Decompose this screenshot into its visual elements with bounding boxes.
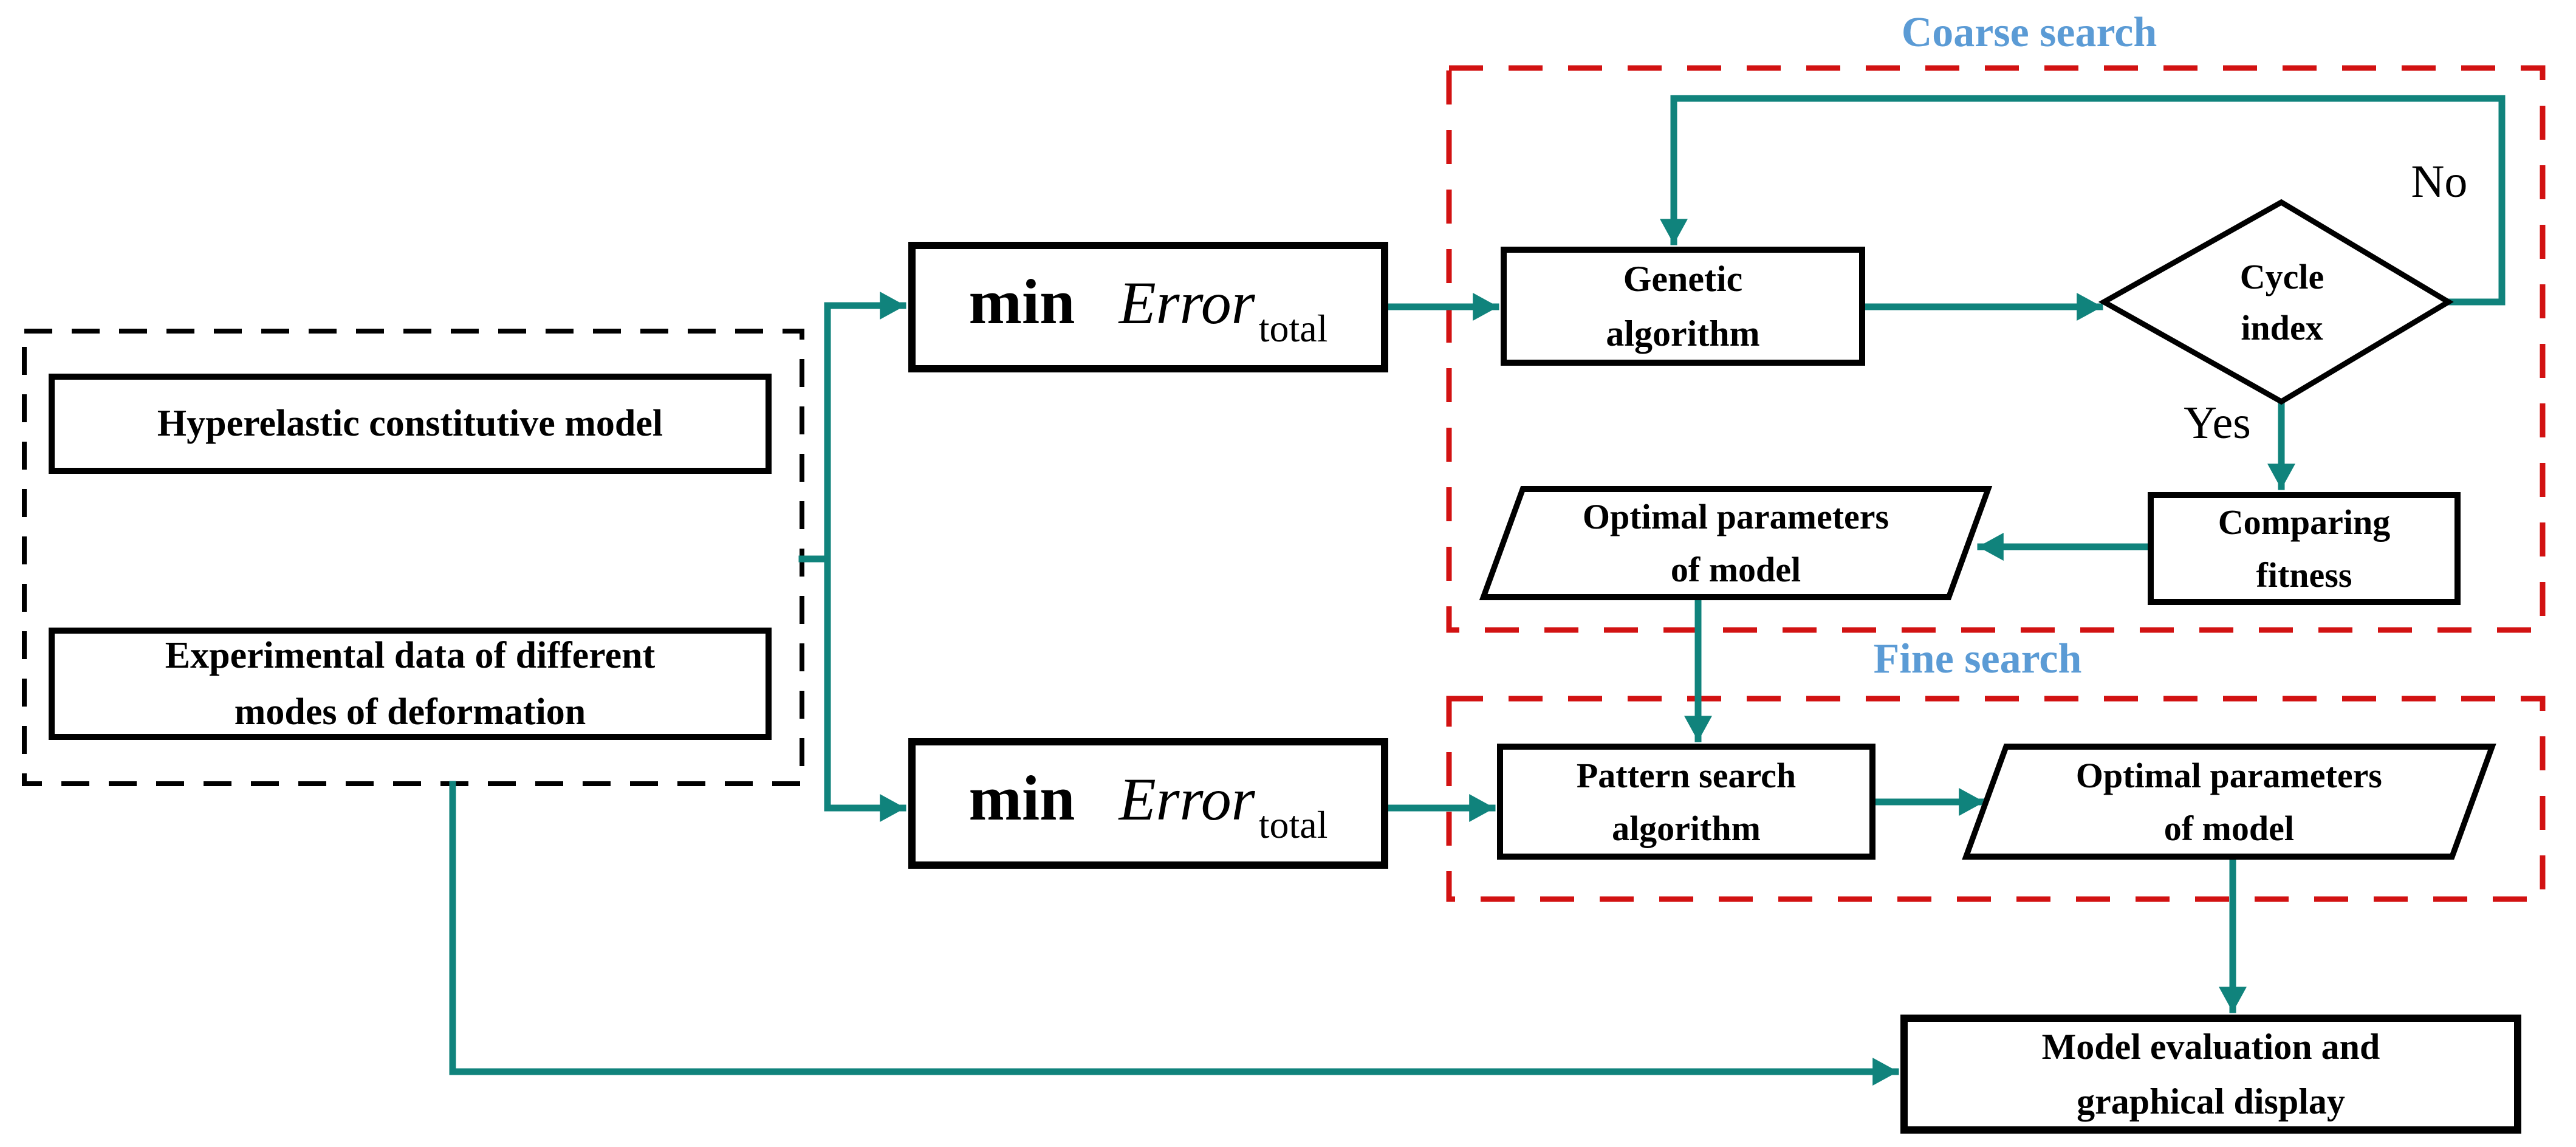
objective-top-box: min Error total [908,242,1388,372]
experimental-data-label: Experimental data of different modes of … [165,634,656,733]
hyperelastic-model-box: Hyperelastic constitutive model [49,374,772,474]
connector-data-to-evaluation [449,781,1899,1086]
experimental-data-box: Experimental data of different modes of … [49,628,772,740]
cycle-index-label-wrap: Cycle index [2154,251,2410,354]
cycle-index-diamond [2098,199,2454,405]
no-branch-label: No [2411,156,2468,207]
optimal-parameters-fine-parallelogram: Optimal parameters of model [1962,744,2496,860]
objective-bottom-error: Error [1118,765,1255,833]
optimal-parameters-coarse-label: Optimal parameters of model [1582,497,1889,589]
objective-top-error: Error [1118,269,1255,337]
comparing-fitness-label: Comparing fitness [2218,502,2391,595]
model-evaluation-box: Model evaluation and graphical display [1900,1015,2521,1134]
hyperelastic-model-label: Hyperelastic constitutive model [157,403,663,444]
pattern-search-label: Pattern search algorithm [1576,755,1797,848]
objective-top-subscript: total [1258,307,1328,350]
model-evaluation-label: Model evaluation and graphical display [2041,1027,2380,1121]
objective-bottom-box: min Error total [908,738,1388,869]
objective-bottom-min: min [968,762,1075,834]
fine-search-dashed-region [1446,696,2546,902]
optimal-parameters-coarse-parallelogram: Optimal parameters of model [1479,486,1993,600]
genetic-algorithm-box: Genetic algorithm [1501,247,1865,366]
connector-no-feedback-loop [1660,95,2506,306]
objective-bottom-subscript: total [1258,803,1328,846]
genetic-algorithm-label: Genetic algorithm [1606,259,1760,354]
optimal-parameters-fine-label: Optimal parameters of model [2075,755,2383,848]
objective-top-min: min [968,266,1075,337]
cycle-index-label: Cycle index [2239,256,2324,348]
coarse-search-region-label: Coarse search [1901,9,2157,56]
yes-branch-label: Yes [2184,397,2251,448]
pattern-search-box: Pattern search algorithm [1497,744,1875,860]
fine-search-region-label: Fine search [1873,635,2082,682]
coarse-search-dashed-region [1446,65,2546,633]
comparing-fitness-box: Comparing fitness [2148,492,2461,605]
